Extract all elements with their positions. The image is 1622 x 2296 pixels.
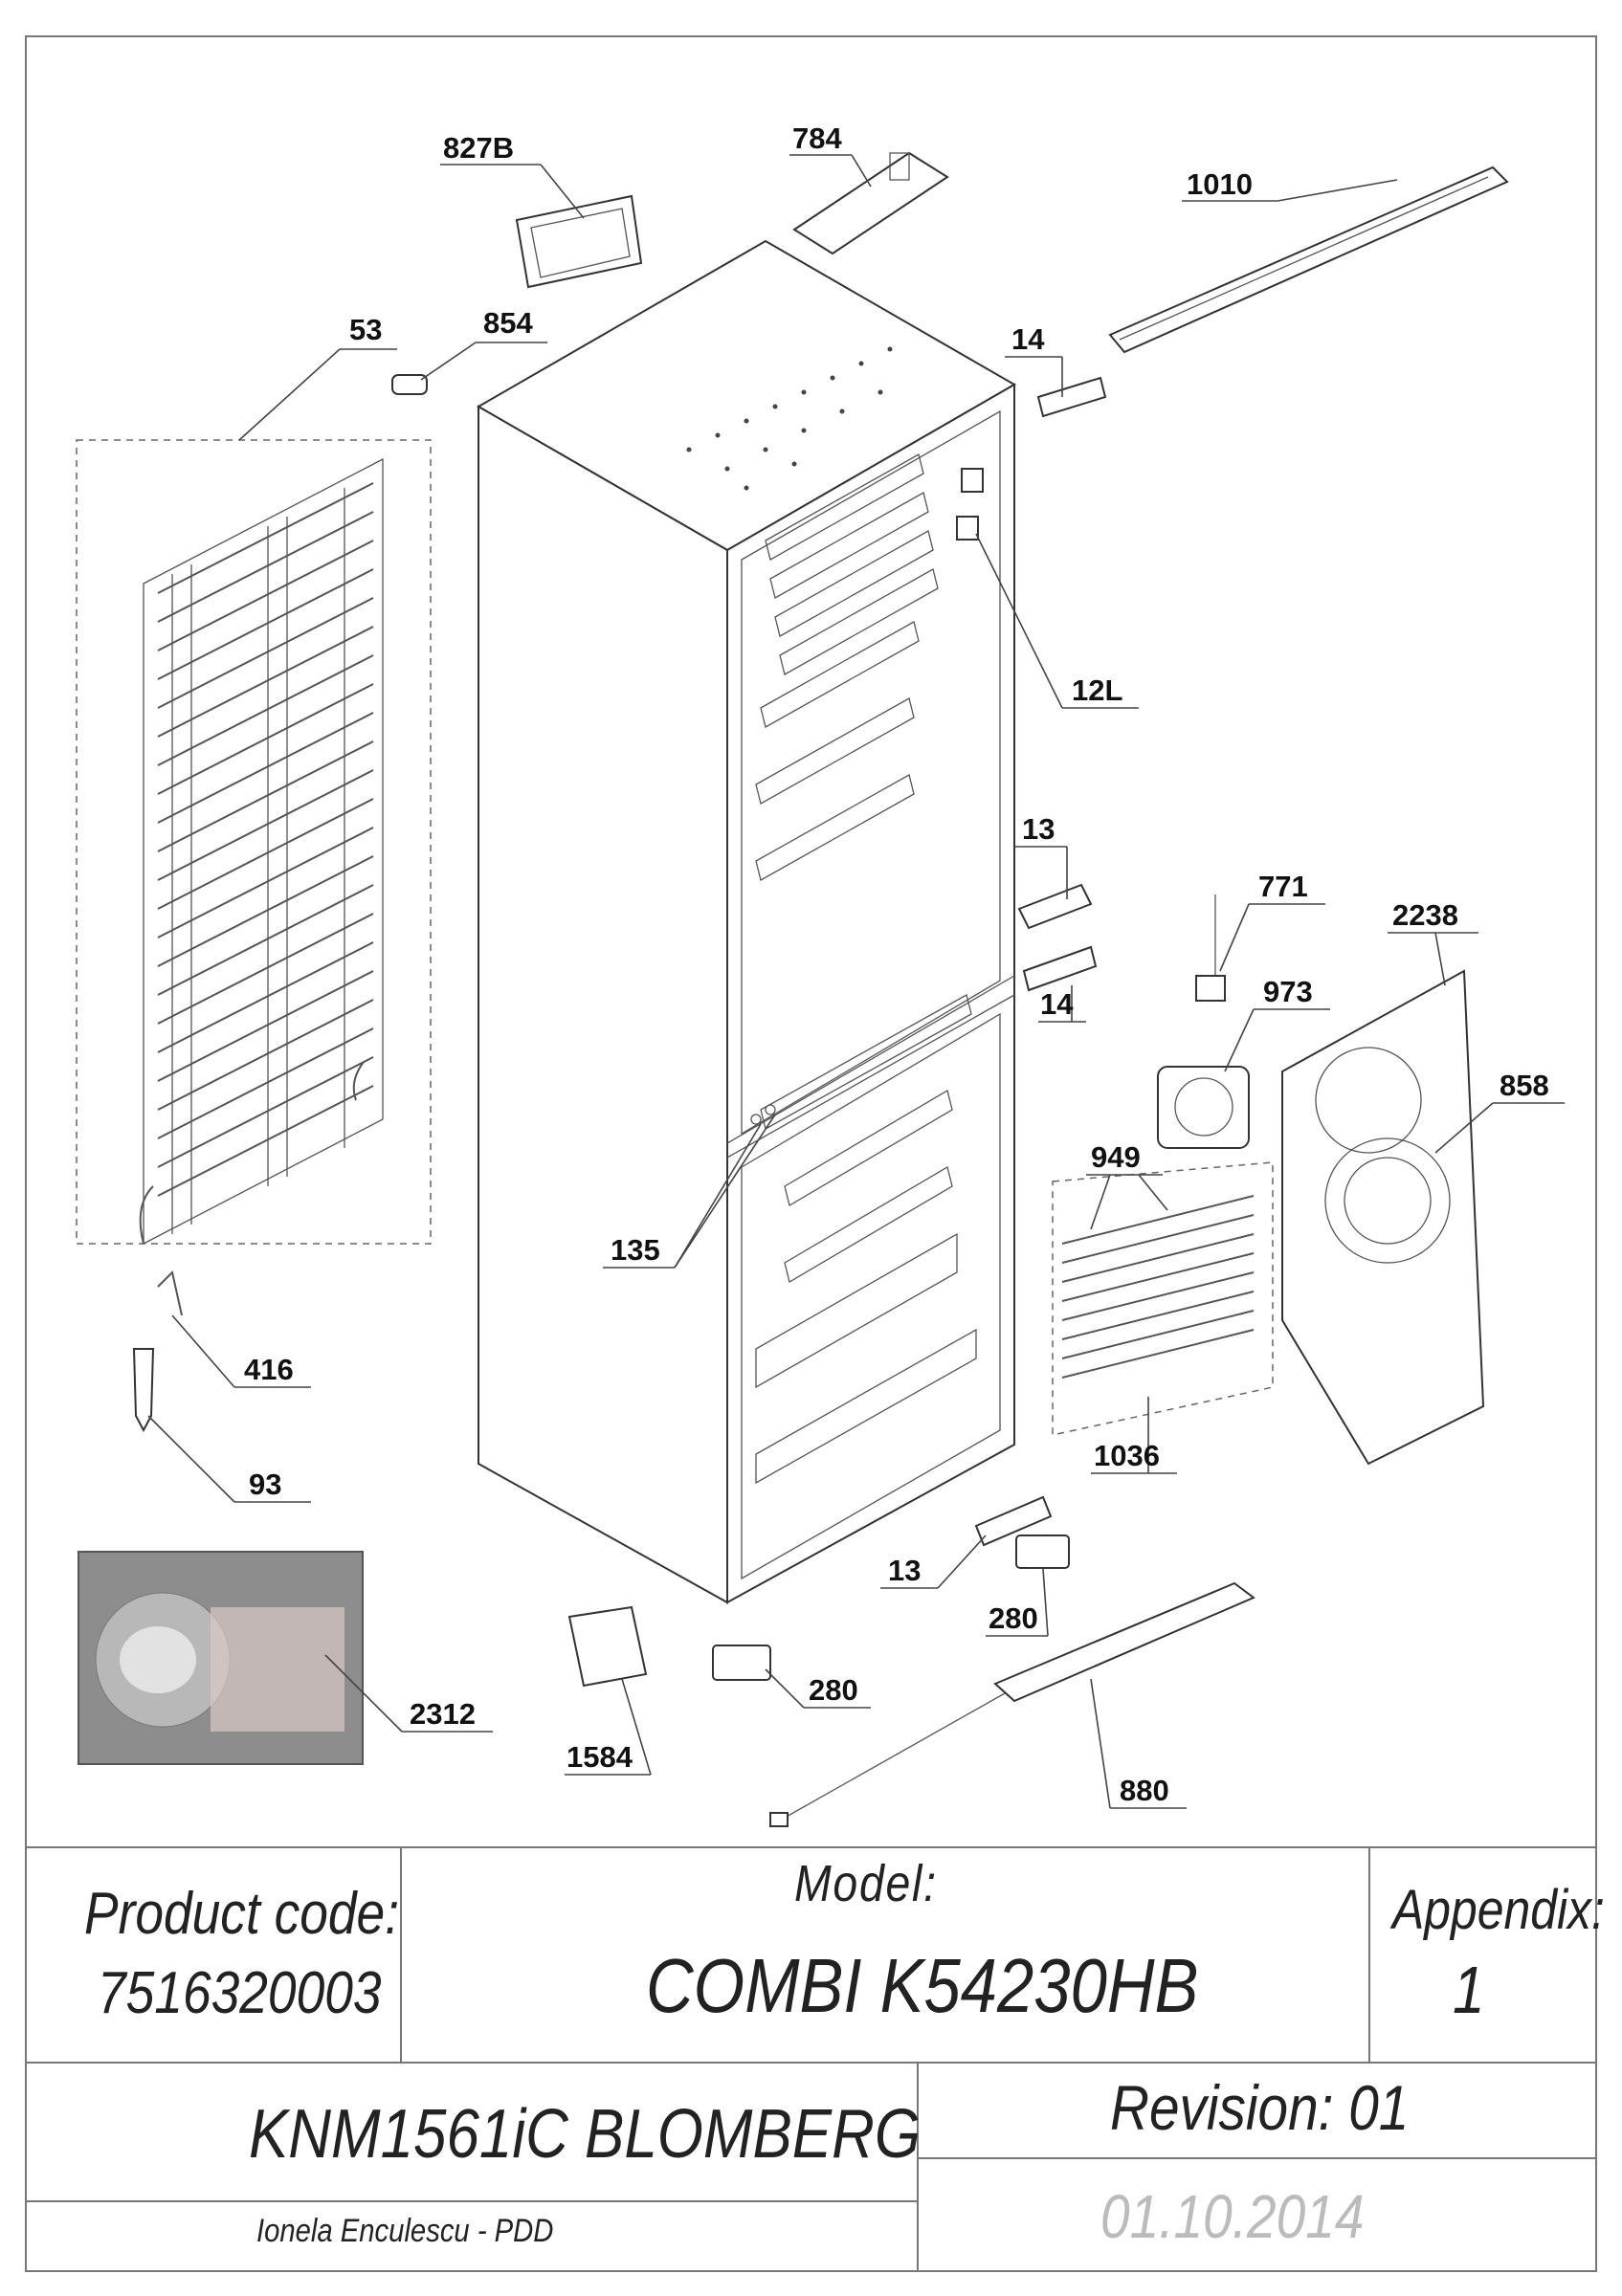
part-label: 880 <box>1120 1774 1169 1807</box>
part-label: 12L <box>1072 673 1122 707</box>
part-label: 784 <box>792 121 842 155</box>
condenser <box>76 439 432 1246</box>
part-label: 280 <box>809 1673 858 1707</box>
appendix-label: Appendix: <box>1392 1879 1605 1941</box>
model-label: Model: <box>794 1855 938 1912</box>
part-label: 280 <box>989 1601 1038 1635</box>
part-label: 1584 <box>567 1740 633 1774</box>
date: 01.10.2014 <box>1100 2182 1365 2251</box>
part-label: 854 <box>483 306 533 340</box>
part-label: 771 <box>1258 870 1308 903</box>
part-label: 858 <box>1500 1069 1549 1102</box>
part-labels: 827B 784 1010 53 854 14 12L 13 771 2238 … <box>244 121 1549 1807</box>
small-parts <box>78 151 1509 1827</box>
part-label: 13 <box>1022 812 1055 846</box>
appendix-value: 1 <box>1453 1953 1485 2027</box>
drawing-frame <box>25 35 1597 2272</box>
part-label: 1036 <box>1094 1439 1160 1472</box>
part-label: 827B <box>443 131 514 165</box>
part-label: 2312 <box>410 1697 476 1731</box>
product-code-label: Product code: <box>84 1881 400 1947</box>
cabinet <box>476 239 1017 1604</box>
part-label: 2238 <box>1392 898 1458 932</box>
part-label: 13 <box>888 1554 921 1587</box>
part-label: 135 <box>611 1233 660 1267</box>
part-label: 973 <box>1263 975 1313 1008</box>
part-label: 949 <box>1091 1140 1141 1174</box>
revision: Revision: 01 <box>1110 2072 1410 2143</box>
part-label: 416 <box>244 1353 294 1386</box>
part-label: 14 <box>1040 987 1074 1021</box>
part-label: 14 <box>1011 322 1045 356</box>
leader-lines <box>147 154 1565 1809</box>
part-label: 53 <box>349 313 382 346</box>
part-label: 1010 <box>1187 167 1253 201</box>
author: Ionela Enculescu - PDD <box>256 2213 554 2249</box>
product-code-value: 7516320003 <box>98 1960 382 2026</box>
variant-name: KNM1561iC BLOMBERG <box>249 2096 921 2173</box>
part-label: 93 <box>249 1468 281 1501</box>
model-value: COMBI K54230HB <box>646 1943 1199 2028</box>
